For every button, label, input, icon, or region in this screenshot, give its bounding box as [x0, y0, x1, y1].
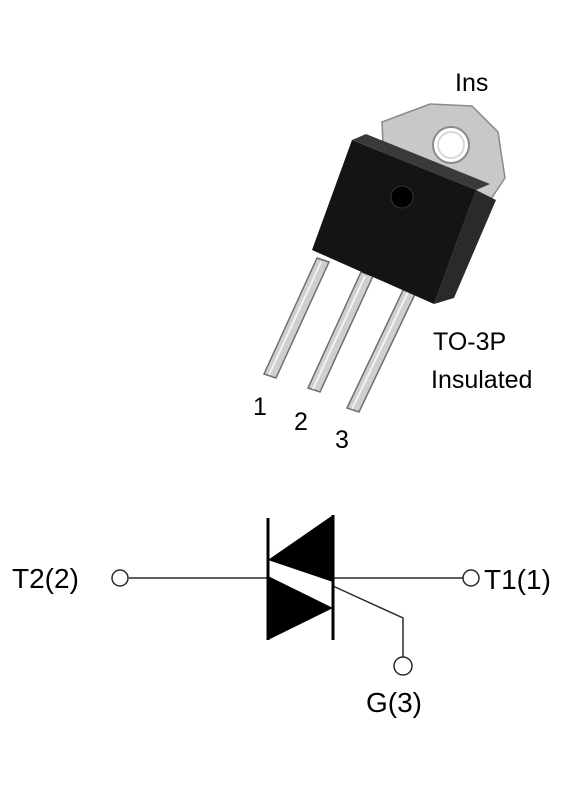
- terminal-t1-node: [462, 569, 480, 587]
- mounting-hole-rim: [437, 131, 465, 159]
- pin-number-2: 2: [294, 408, 308, 436]
- terminal-t2-label: T2(2): [12, 563, 79, 594]
- body-dimple: [390, 185, 414, 209]
- package-body: [312, 134, 496, 304]
- package-type-label: Insulated: [431, 366, 533, 394]
- tab-label: Ins: [455, 69, 489, 97]
- body-side: [434, 190, 496, 304]
- wire-gate: [332, 585, 404, 657]
- triac-icon: [266, 515, 335, 640]
- pin-number-1: 1: [253, 393, 267, 421]
- package-name-label: TO-3P: [433, 328, 507, 356]
- schematic-wires: [129, 577, 463, 657]
- package-leads: [262, 257, 419, 413]
- lead-1-highlight: [268, 261, 322, 376]
- triac-upper-triangle: [268, 515, 333, 582]
- body-top-edge: [352, 134, 490, 190]
- body-front: [312, 140, 476, 304]
- terminal-t1-label: T1(1): [484, 564, 551, 595]
- terminal-t2-node: [111, 569, 129, 587]
- lead-2-highlight: [312, 275, 366, 390]
- lead-1: [262, 257, 331, 379]
- triac-lower-triangle: [268, 576, 333, 640]
- pin-number-3: 3: [335, 426, 349, 454]
- terminal-gate-label: G(3): [366, 687, 422, 718]
- terminal-gate-node: [393, 656, 413, 676]
- lead-3-highlight: [351, 289, 410, 410]
